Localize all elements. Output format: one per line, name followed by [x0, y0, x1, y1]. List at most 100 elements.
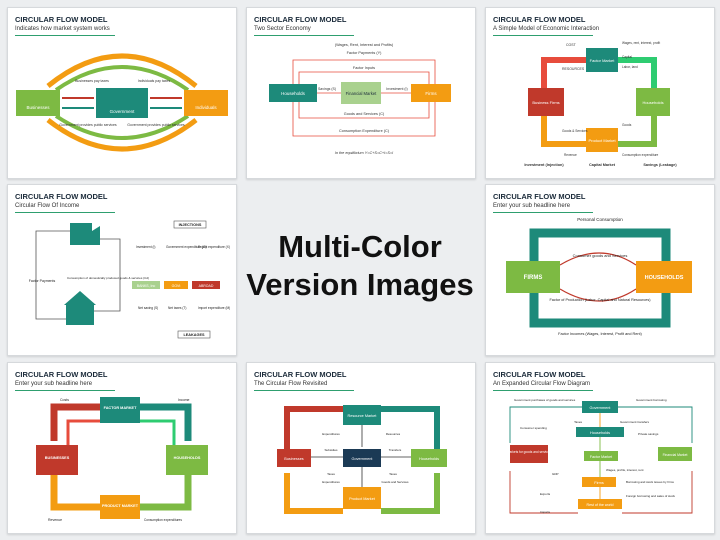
svg-text:Businesses pay taxes: Businesses pay taxes	[75, 79, 109, 83]
svg-text:Revenue: Revenue	[48, 518, 62, 522]
svg-text:Factor Inputs: Factor Inputs	[353, 66, 375, 70]
svg-text:Income: Income	[178, 398, 190, 402]
svg-text:Investment (I): Investment (I)	[136, 245, 156, 249]
svg-text:FACTOR MARKET: FACTOR MARKET	[104, 406, 138, 410]
svg-text:Expenditures: Expenditures	[322, 432, 340, 436]
title-underline	[493, 212, 594, 213]
diagram-income-flow-circular: INJECTIONS Investment (I) Government exp…	[29, 220, 230, 339]
svg-text:Taxes: Taxes	[327, 472, 335, 476]
svg-text:Imports: Imports	[540, 510, 551, 514]
svg-text:Government borrowing: Government borrowing	[636, 398, 667, 402]
card-subtitle: Indicates how market system works	[15, 26, 110, 32]
svg-text:Goods and Services (C): Goods and Services (C)	[344, 112, 385, 116]
card-title: CIRCULAR FLOW MODEL	[15, 370, 108, 379]
thumbnail-card-8[interactable]: CIRCULAR FLOW MODEL An Expanded Circular…	[485, 362, 715, 534]
svg-text:INJECTIONS: INJECTIONS	[179, 223, 202, 227]
card-subtitle: Enter your sub headline here	[493, 203, 571, 209]
svg-text:Product Market: Product Market	[349, 497, 376, 501]
svg-text:BANKS, Inc: BANKS, Inc	[137, 284, 156, 288]
svg-text:Factor Payments (Y): Factor Payments (Y)	[347, 51, 383, 55]
title-underline	[15, 35, 116, 36]
svg-text:HOUSEHOLDS: HOUSEHOLDS	[645, 275, 684, 281]
svg-text:Consumer spending: Consumer spending	[520, 426, 547, 430]
svg-text:Businesses: Businesses	[284, 457, 304, 461]
svg-text:Goods: Goods	[622, 123, 632, 127]
svg-text:Investment (Injection): Investment (Injection)	[524, 163, 564, 167]
thumbnail-card-6[interactable]: CIRCULAR FLOW MODEL Enter your sub headl…	[7, 362, 237, 534]
svg-text:Capital: Capital	[622, 55, 632, 59]
svg-text:Taxes: Taxes	[574, 420, 582, 424]
card-title: CIRCULAR FLOW MODEL	[493, 15, 586, 24]
thumbnail-card-1[interactable]: CIRCULAR FLOW MODEL Indicates how market…	[7, 7, 237, 179]
svg-text:Resource Market: Resource Market	[348, 414, 378, 418]
card-title: CIRCULAR FLOW MODEL	[15, 192, 108, 201]
svg-text:GOVt: GOVt	[172, 284, 181, 288]
svg-text:Factor Incomes (Wages, Interes: Factor Incomes (Wages, Interest, Profit …	[558, 332, 642, 336]
svg-text:Government provides public ser: Government provides public services	[127, 123, 185, 127]
svg-text:Product Market: Product Market	[588, 138, 616, 143]
svg-text:Households: Households	[642, 100, 663, 105]
house-icon	[66, 305, 94, 325]
svg-text:Goods & Services: Goods & Services	[562, 129, 588, 133]
card-subtitle: A Simple Model of Economic Interaction	[493, 26, 600, 32]
thumbnail-card-7[interactable]: CIRCULAR FLOW MODEL The Circular Flow Re…	[246, 362, 476, 534]
svg-text:Subsidies: Subsidies	[324, 448, 338, 452]
svg-text:Government purchases of goods: Government purchases of goods and servic…	[514, 398, 576, 402]
heading-line-2: Version Images	[246, 267, 474, 302]
svg-text:COST: COST	[566, 43, 577, 47]
svg-text:Consumption expenditure: Consumption expenditure	[622, 153, 659, 157]
diagram-firms-households: FIRMS HOUSEHOLDS Personal Consumption Co…	[506, 217, 692, 336]
businesses-box	[16, 90, 60, 116]
svg-text:Goods and Services: Goods and Services	[381, 480, 409, 484]
svg-text:Government: Government	[590, 406, 612, 410]
svg-text:Firms: Firms	[594, 481, 604, 485]
svg-text:(Wages, Rent, Interest and Pro: (Wages, Rent, Interest and Profits)	[335, 43, 394, 47]
thumbnail-card-4[interactable]: CIRCULAR FLOW MODEL Circular Flow Of Inc…	[7, 184, 237, 356]
svg-text:Factor of Production (Labor, C: Factor of Production (Labor, Capital and…	[549, 298, 651, 302]
title-underline	[493, 35, 594, 36]
factory-icon	[70, 223, 92, 245]
svg-text:Consumer goods and Services: Consumer goods and Services	[573, 253, 628, 258]
diagram-circular-flow-revisited: Resource Market Businesses Government Ho…	[277, 405, 447, 514]
center-heading: Multi-Color Version Images	[242, 228, 478, 304]
svg-text:ABROAD: ABROAD	[199, 284, 214, 288]
card-title: CIRCULAR FLOW MODEL	[254, 370, 347, 379]
diagram-four-markets: FACTOR MARKET BUSINESSES HOUSEHOLDS PROD…	[36, 397, 208, 522]
svg-text:Export expenditure (X): Export expenditure (X)	[198, 245, 230, 249]
card-title: CIRCULAR FLOW MODEL	[254, 15, 347, 24]
svg-text:Wages, profits, interest, rent: Wages, profits, interest, rent	[606, 468, 644, 472]
svg-text:Markets for goods and services: Markets for goods and services	[507, 450, 552, 454]
svg-text:Import expenditure (M): Import expenditure (M)	[198, 306, 230, 310]
firms-box	[411, 84, 451, 102]
svg-text:Wages, rent, interest, profit: Wages, rent, interest, profit	[622, 41, 660, 45]
svg-text:Revenue: Revenue	[564, 153, 577, 157]
households-box	[269, 84, 317, 102]
svg-text:Exports: Exports	[540, 492, 551, 496]
svg-text:Savings (Leakage): Savings (Leakage)	[643, 163, 677, 167]
svg-text:Households: Households	[419, 457, 439, 461]
svg-text:Taxes: Taxes	[389, 472, 397, 476]
svg-text:Consumption of domestically pr: Consumption of domestically produced goo…	[67, 276, 149, 280]
svg-text:BUSINESSES: BUSINESSES	[45, 456, 70, 460]
title-underline	[254, 390, 355, 391]
svg-text:FIRMS: FIRMS	[524, 275, 543, 281]
svg-text:Government provides public ser: Government provides public services	[59, 123, 117, 127]
card-title: CIRCULAR FLOW MODEL	[493, 370, 586, 379]
financial-market-box	[341, 82, 381, 104]
svg-text:Transfers: Transfers	[389, 448, 402, 452]
thumbnail-card-5[interactable]: CIRCULAR FLOW MODEL Enter your sub headl…	[485, 184, 715, 356]
thumbnail-card-3[interactable]: CIRCULAR FLOW MODEL A Simple Model of Ec…	[485, 7, 715, 179]
card-subtitle: Two Sector Economy	[254, 26, 311, 32]
card-subtitle: Circular Flow Of Income	[15, 203, 80, 209]
title-underline	[15, 390, 116, 391]
svg-text:Government expenditure (G): Government expenditure (G)	[166, 245, 207, 249]
svg-text:Factor Market: Factor Market	[590, 455, 612, 459]
diagram-expanded-circular-flow: Government Households Factor Market Mark…	[507, 398, 693, 514]
card-subtitle: The Circular Flow Revisited	[254, 381, 328, 387]
government-box	[96, 88, 148, 118]
diagram-income-flow: Businesses Government Individuals Busine…	[16, 53, 228, 152]
svg-text:GDP: GDP	[552, 472, 559, 476]
thumbnail-card-2[interactable]: CIRCULAR FLOW MODEL Two Sector Economy H…	[246, 7, 476, 179]
card-title: CIRCULAR FLOW MODEL	[15, 15, 108, 24]
individuals-box	[184, 90, 228, 116]
